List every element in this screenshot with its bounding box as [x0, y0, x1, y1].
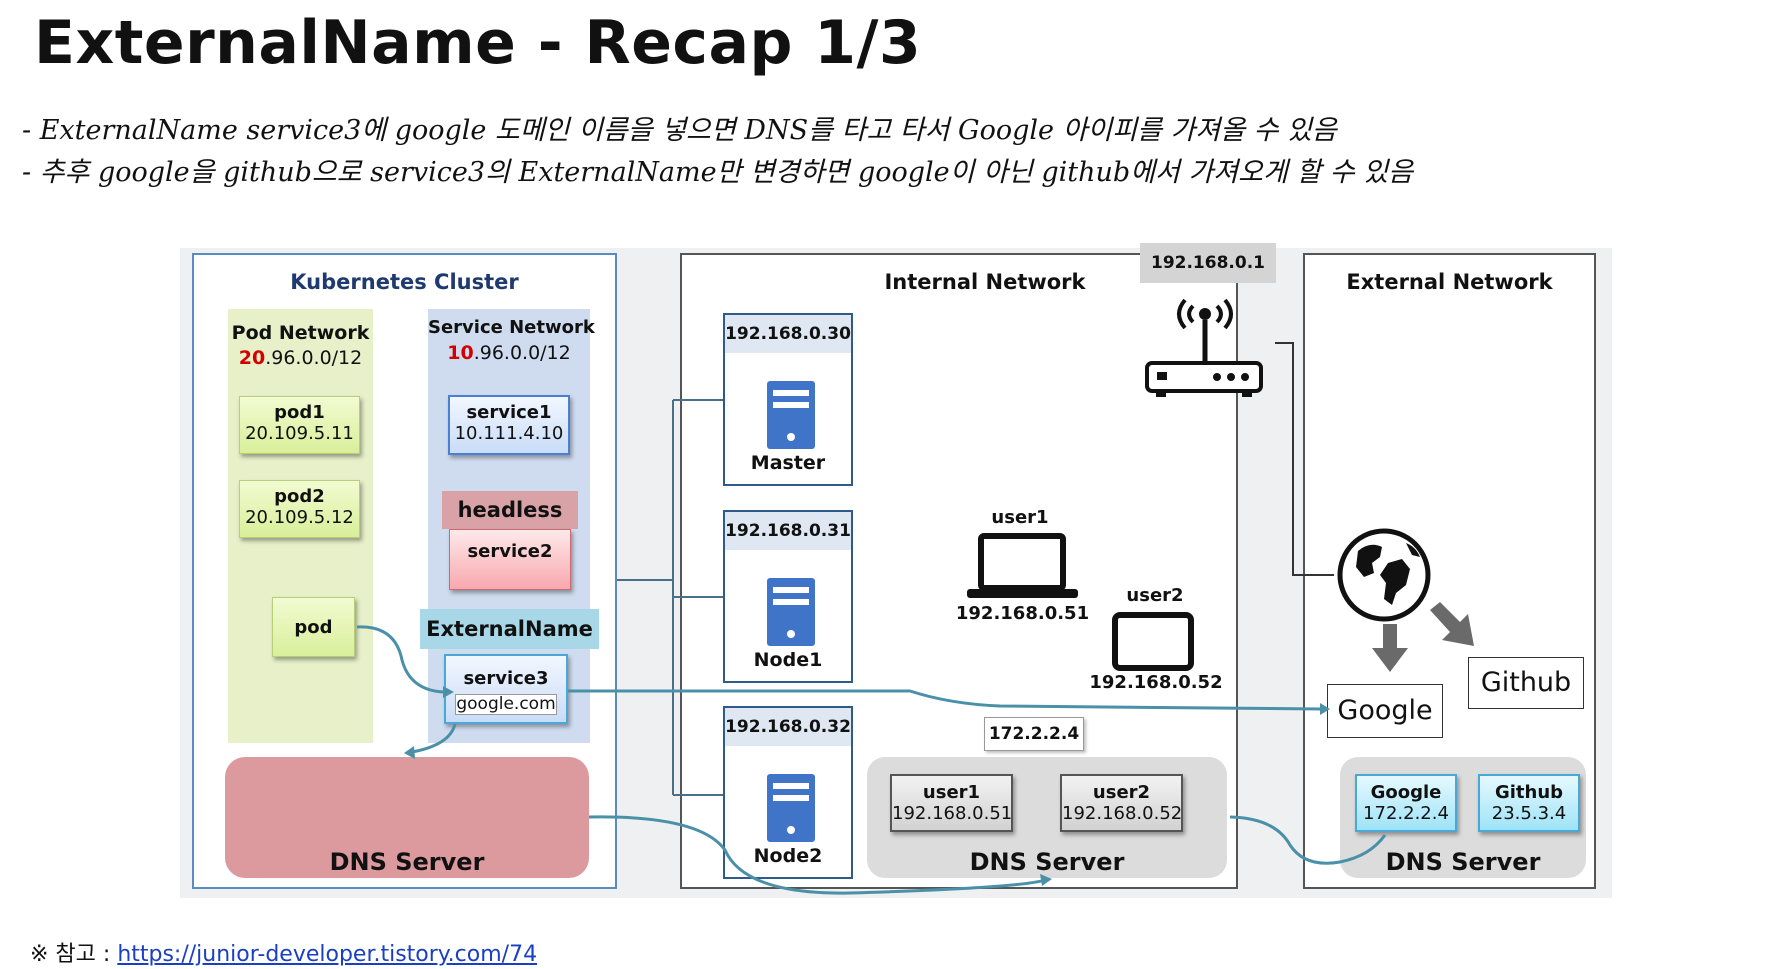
node1-name: Node1	[753, 649, 823, 671]
kubernetes-cluster-title: Kubernetes Cluster	[290, 270, 519, 294]
external-dns-record-google: Google 172.2.2.4	[1355, 774, 1457, 832]
external-dns-record-github: Github 23.5.3.4	[1478, 774, 1580, 832]
master-ip: 192.168.0.30	[725, 315, 851, 353]
service3-domain: google.com	[455, 693, 557, 716]
google-callout: Google	[1327, 684, 1443, 738]
router-ip: 192.168.0.1	[1140, 243, 1276, 283]
user2-tablet-icon	[1112, 612, 1194, 671]
node2-server-icon	[767, 774, 815, 842]
internal-dns-label: DNS Server	[969, 848, 1125, 876]
service-cidr-rest: .96.0.0/12	[473, 342, 571, 364]
reference-line: ※ 참고 : https://junior-developer.tistory.…	[30, 936, 537, 968]
external-dns-record-google-name: Google	[1370, 782, 1442, 803]
node2-server: 192.168.0.32 Node2	[723, 706, 853, 879]
service2-chip: service2	[449, 529, 571, 590]
internal-dns-record-user1: user1 192.168.0.51	[890, 774, 1013, 832]
service3-name: service3	[463, 668, 549, 689]
master-server-icon	[767, 381, 815, 449]
service-network-cidr: 10.96.0.0/12	[428, 342, 590, 364]
reference-link[interactable]: https://junior-developer.tistory.com/74	[117, 942, 538, 967]
external-dns-record-google-ip: 172.2.2.4	[1363, 802, 1449, 824]
pod2-ip: 20.109.5.12	[245, 506, 354, 528]
user2-ip: 192.168.0.52	[1089, 672, 1223, 693]
arrow-down-icon	[1372, 624, 1408, 672]
pod1-ip: 20.109.5.11	[245, 422, 354, 444]
internal-dns-record-user2-name: user2	[1092, 782, 1151, 803]
service1-ip: 10.111.4.10	[454, 422, 564, 444]
external-dns-label: DNS Server	[1385, 848, 1541, 876]
external-dns-record-github-ip: 23.5.3.4	[1491, 802, 1567, 824]
pod2-chip: pod2 20.109.5.12	[239, 480, 360, 538]
pod-network-title: Pod Network	[231, 322, 370, 344]
internal-network-title: Internal Network	[884, 270, 1086, 294]
node1-server: 192.168.0.31 Node1	[723, 510, 853, 683]
service1-chip: service1 10.111.4.10	[448, 395, 570, 455]
node1-server-icon	[767, 578, 815, 646]
globe-icon	[1337, 528, 1431, 622]
master-name: Master	[750, 452, 826, 474]
user2-name: user2	[1126, 585, 1184, 606]
external-dns-record-github-name: Github	[1494, 782, 1564, 803]
service2-name: service2	[467, 541, 553, 562]
reference-prefix: ※ 참고 :	[30, 942, 118, 967]
node2-name: Node2	[753, 845, 823, 867]
internal-dns-ip: 172.2.2.4	[984, 717, 1084, 751]
external-network-title: External Network	[1346, 270, 1553, 294]
arrow-diagonal-icon	[1430, 602, 1474, 646]
pod-name: pod	[294, 617, 333, 638]
service1-name: service1	[466, 402, 552, 423]
user1-name: user1	[991, 507, 1049, 528]
pod-cidr-rest: .96.0.0/12	[265, 347, 363, 369]
internal-dns-record-user2: user2 192.168.0.52	[1060, 774, 1183, 832]
service-cidr-prefix: 10	[447, 342, 474, 364]
master-server: 192.168.0.30 Master	[723, 313, 853, 486]
headless-label: headless	[442, 491, 578, 529]
note-line-1: - ExternalName service3에 google 도메인 이름을 …	[22, 115, 1337, 146]
note-line-2: - 추후 google을 github으로 service3의 External…	[22, 157, 1413, 188]
pod-cidr-prefix: 20	[238, 347, 266, 369]
router-icon	[1145, 298, 1263, 397]
pod1-chip: pod1 20.109.5.11	[239, 396, 360, 454]
slide-title: ExternalName - Recap 1/3	[34, 8, 922, 78]
externalname-label: ExternalName	[420, 609, 599, 649]
service3-chip: service3 google.com	[444, 654, 568, 724]
service-network-title: Service Network	[428, 317, 595, 338]
github-callout: Github	[1468, 657, 1584, 709]
internal-dns-record-user1-name: user1	[922, 782, 981, 803]
user1-ip: 192.168.0.51	[955, 603, 1090, 624]
node1-ip: 192.168.0.31	[725, 512, 851, 550]
internal-dns-record-user1-ip: 192.168.0.51	[892, 802, 1013, 824]
user1-laptop-icon	[967, 533, 1078, 598]
k8s-dns-server	[225, 757, 589, 878]
pod1-name: pod1	[274, 402, 325, 423]
pod-chip: pod	[272, 597, 355, 657]
pod-network-cidr: 20.96.0.0/12	[228, 347, 373, 369]
k8s-dns-label: DNS Server	[329, 848, 485, 876]
internal-dns-record-user2-ip: 192.168.0.52	[1062, 802, 1183, 824]
node2-ip: 192.168.0.32	[725, 708, 851, 746]
pod2-name: pod2	[274, 486, 325, 507]
